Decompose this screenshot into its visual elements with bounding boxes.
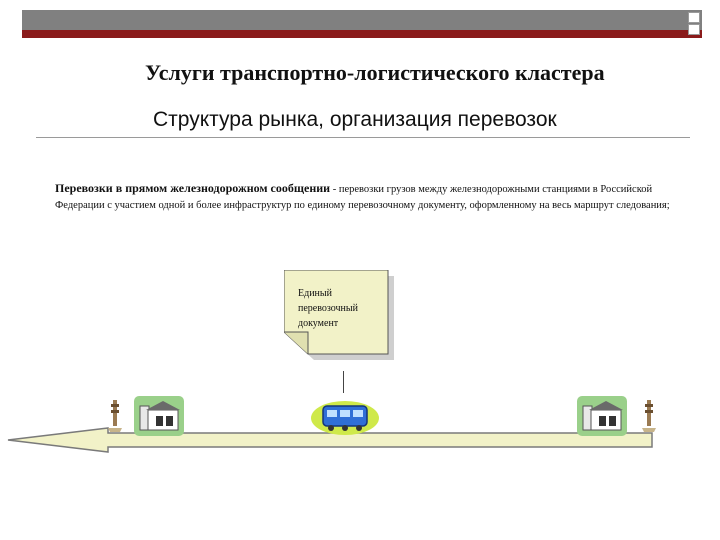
document-label: Единый перевозочный документ: [298, 288, 358, 329]
definition-text: Перевозки в прямом железнодорожном сообщ…: [55, 180, 675, 214]
divider-line: [36, 137, 690, 138]
slide-title: Услуги транспортно-логистического класте…: [145, 60, 605, 85]
train-icon: [311, 401, 379, 435]
corner-box-icon: [688, 12, 700, 23]
header-bar-gray: [22, 10, 702, 30]
definition-term: Перевозки в прямом железнодорожном сообщ…: [55, 181, 331, 195]
station-building-right-icon: [577, 396, 627, 436]
station-building-left-icon: [134, 396, 184, 436]
signal-post-icon: [108, 400, 122, 432]
document-shape: [284, 270, 394, 360]
signal-post-icon: [642, 400, 656, 432]
header-bar-red: [22, 30, 702, 38]
connector-line: [343, 371, 344, 393]
corner-box-icon: [688, 24, 700, 35]
slide-subtitle: Структура рынка, организация перевозок: [153, 108, 557, 131]
definition-body: - перевозки грузов между железнодорожным…: [55, 184, 670, 211]
